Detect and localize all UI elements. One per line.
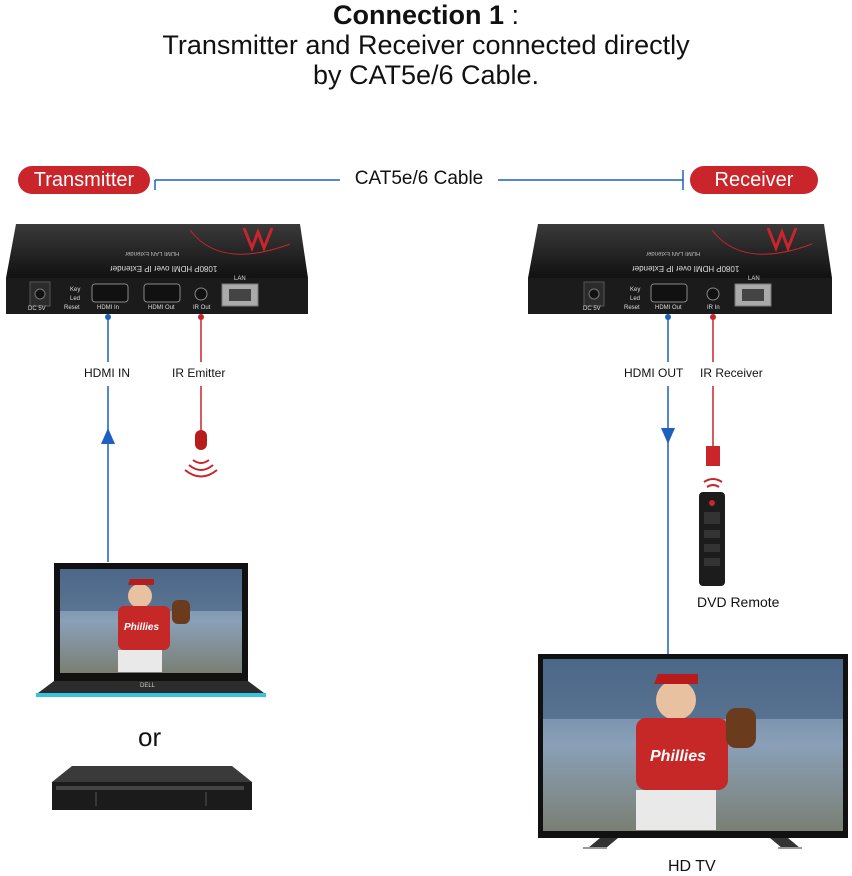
transmitter-device-label: 1080P HDMI over IP Extender [110, 264, 218, 273]
receiver-device-sublabel: HDMI LAN Extender [646, 250, 701, 256]
rx-port-led: Led [630, 296, 641, 302]
ir-emitter-label: IR Emitter [172, 366, 226, 380]
rx-port-key: Key [630, 287, 641, 293]
cable-line [154, 170, 684, 190]
hdmi-out-label: HDMI OUT [624, 366, 684, 380]
or-label: or [138, 722, 162, 752]
tv-icon [538, 654, 848, 849]
laptop-icon [36, 563, 266, 697]
title-bold: Connection 1 [332, 0, 504, 30]
tx-port-lan: LAN [234, 276, 246, 282]
tx-port-key: Key [70, 287, 81, 293]
receiver-hdmi-line [661, 314, 675, 654]
hdmi-in-label: HDMI IN [84, 366, 130, 380]
rx-port-hdmi-out: HDMI Out [655, 305, 682, 311]
tx-port-reset: Reset [64, 305, 80, 311]
transmitter-ir-line [184, 314, 218, 478]
dvr-icon [52, 766, 252, 810]
receiver-device-label: 1080P HDMI over IP Extender [632, 264, 740, 273]
receiver-ir-line [706, 314, 720, 466]
transmitter-badge: Transmitter [18, 166, 150, 194]
ir-receiver-label: IR Receiver [700, 366, 763, 380]
diagram-subtitle-line-2: by CAT5e/6 Cable. [312, 60, 540, 90]
tx-port-hdmi-out: HDMI Out [148, 305, 175, 311]
rx-port-dc: DC 5V [583, 306, 601, 312]
rx-port-lan: LAN [748, 276, 760, 282]
remote-icon [699, 478, 725, 586]
transmitter-device-sublabel: HDMI LAN Extender [125, 250, 180, 256]
tx-port-ir-out: IR Out [193, 305, 211, 311]
rx-port-ir-in: IR In [707, 305, 720, 311]
dvd-remote-label: DVD Remote [697, 594, 780, 610]
tx-port-led: Led [70, 296, 81, 302]
title-colon: : [504, 0, 520, 30]
rx-port-reset: Reset [624, 305, 640, 311]
transmitter-hdmi-line [101, 314, 115, 562]
diagram-title: Connection 1 : [0, 0, 852, 31]
cable-label: CAT5e/6 Cable [354, 168, 484, 189]
tx-port-dc: DC 5V [28, 306, 46, 312]
laptop-jersey-text: Phillies [124, 622, 160, 633]
tv-jersey-text: Phillies [650, 748, 707, 765]
transmitter-device [6, 224, 308, 314]
receiver-device [528, 224, 832, 314]
hd-tv-label: HD TV [668, 858, 716, 875]
diagram-subtitle-line-1: Transmitter and Receiver connected direc… [162, 30, 690, 60]
receiver-badge: Receiver [690, 166, 818, 194]
tx-port-hdmi-in: HDMI In [97, 305, 120, 311]
laptop-brand: DELL [140, 683, 156, 689]
